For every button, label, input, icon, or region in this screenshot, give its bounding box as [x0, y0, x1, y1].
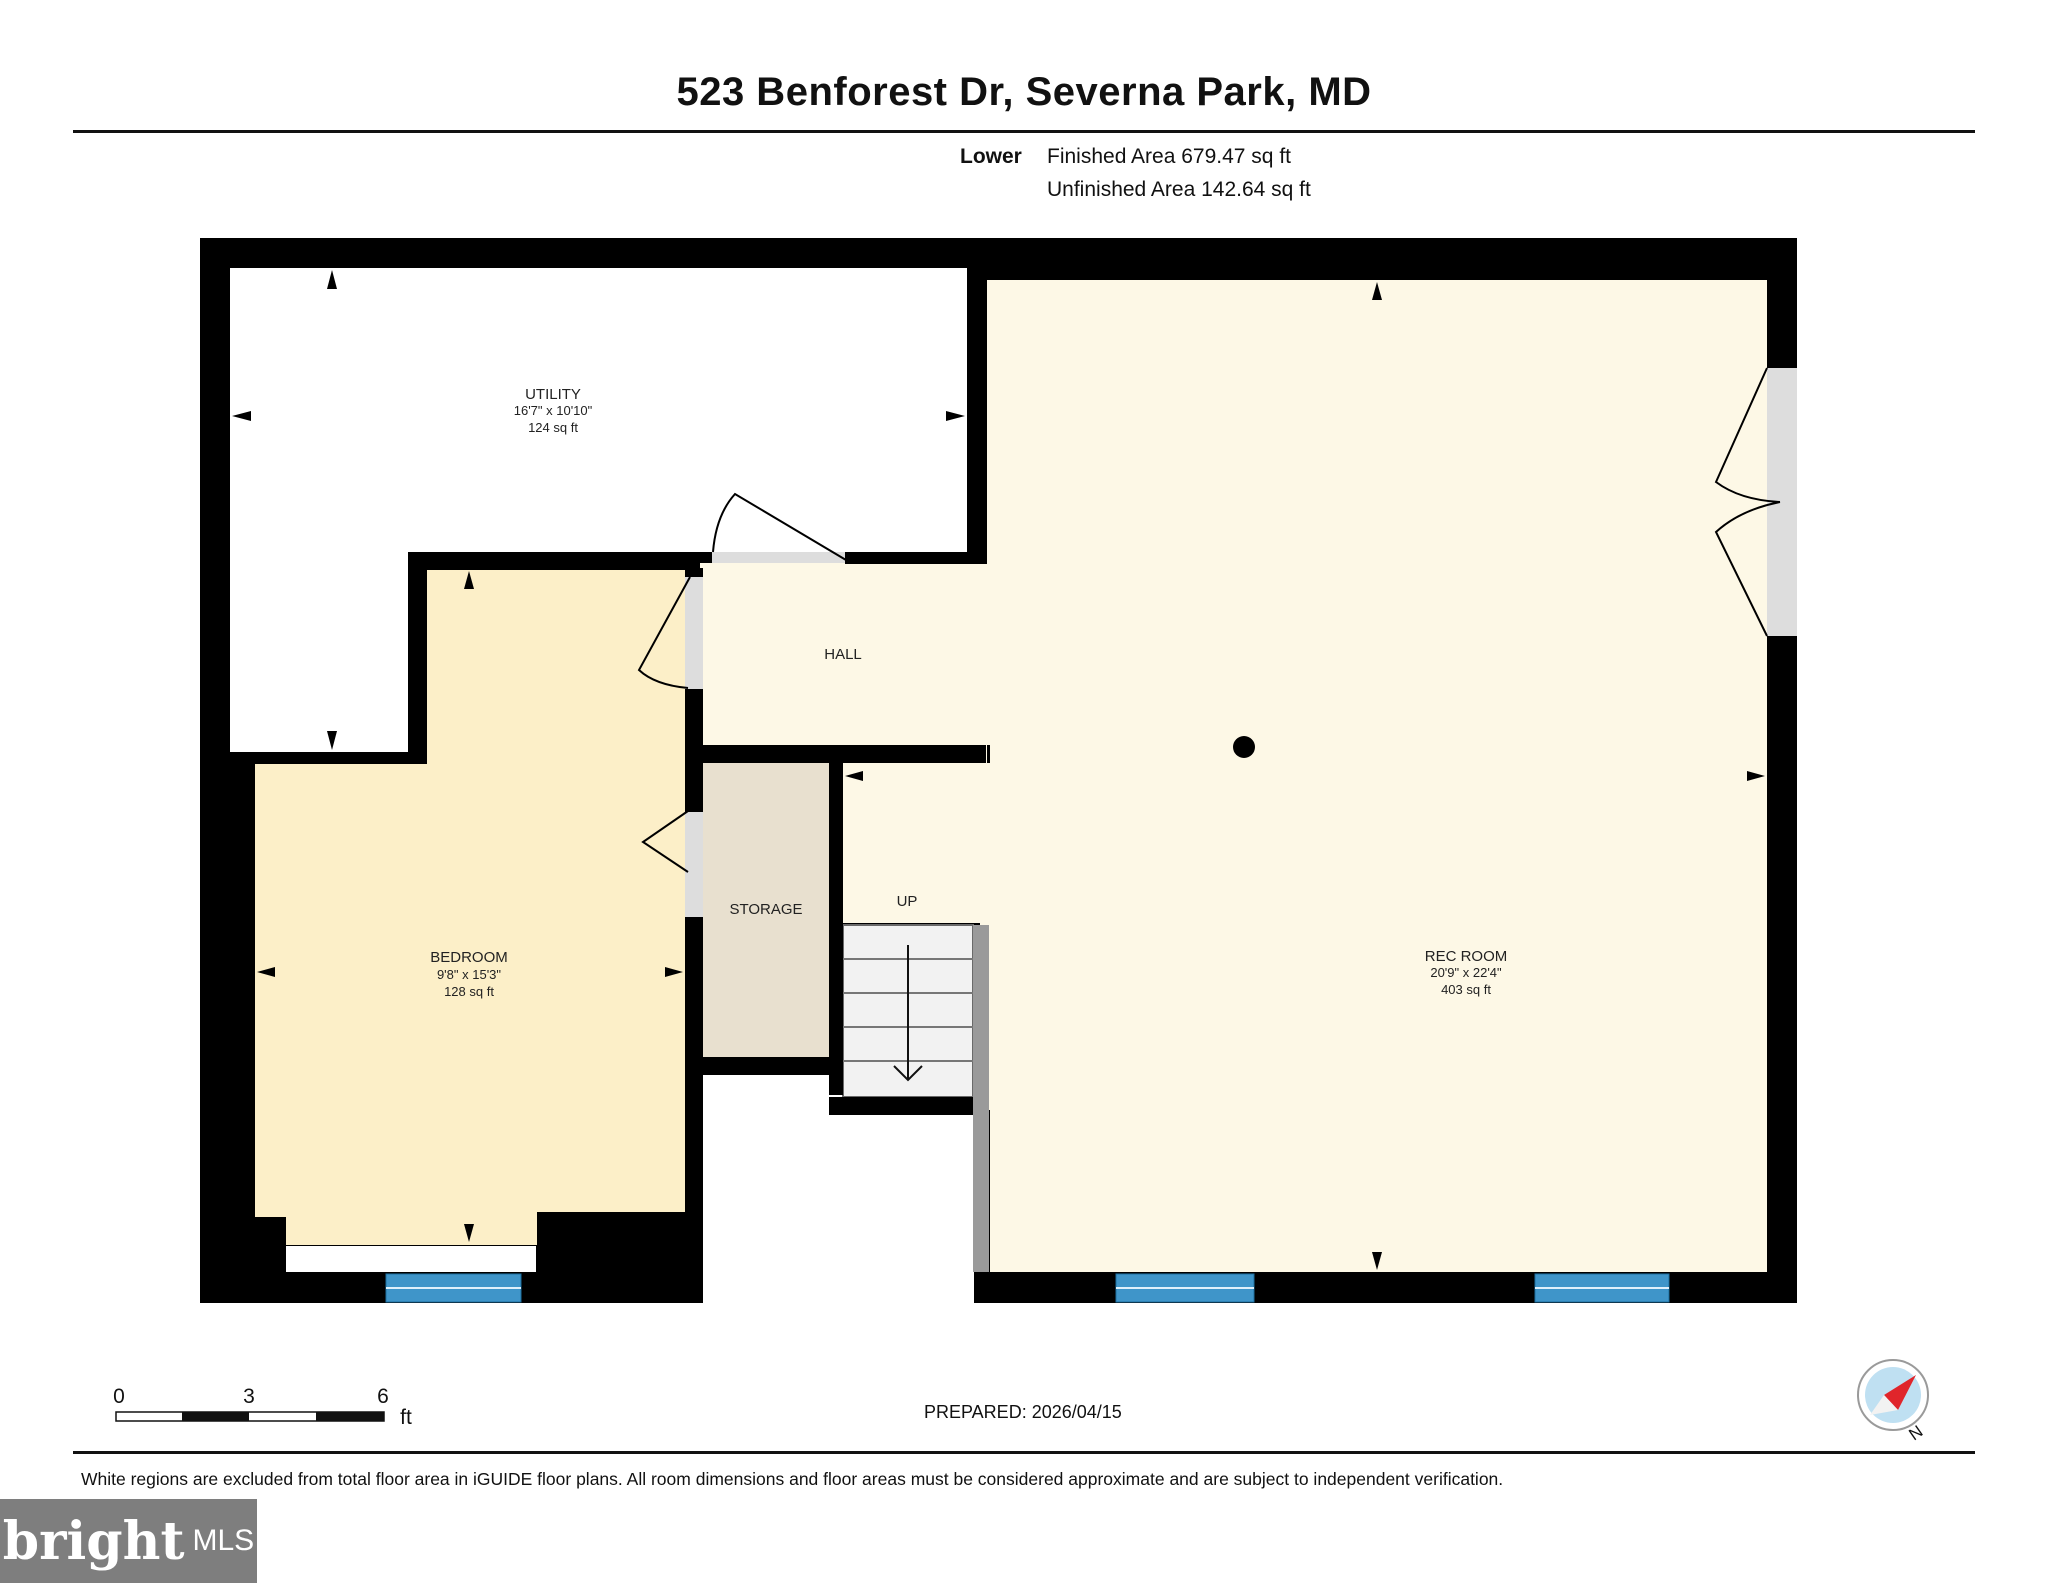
arrow-rec-right: [1747, 771, 1765, 781]
stair-well-floor: [843, 763, 990, 923]
wall-stair-bottom: [829, 1097, 981, 1115]
utility-floor: [230, 268, 967, 752]
header-rule: [73, 130, 1975, 133]
logo-suffix: MLS: [192, 1524, 255, 1557]
arrow-bedroom-right: [665, 967, 683, 977]
arrow-utility-top: [327, 270, 337, 289]
stairs-up-label: UP: [897, 893, 918, 910]
door-swing-bedroom-mid: [641, 810, 689, 873]
scale-bar: 0 3 6 ft: [113, 1385, 412, 1429]
footer-rule: [73, 1451, 1975, 1454]
arrow-bedroom-top: [464, 571, 474, 589]
wall-stair-rail: [973, 925, 989, 1272]
bedroom-floor: [255, 570, 685, 1245]
bedroom-window-sill: [286, 1246, 536, 1272]
dimension-arrows: [232, 270, 1765, 1270]
arrow-bedroom-bottom: [464, 1224, 474, 1242]
door-swing-utility: [712, 492, 847, 561]
door-utility-hall-opening: [712, 552, 845, 563]
finished-area: Finished Area 679.47 sq ft: [1047, 145, 1291, 168]
wall-bedroom-right: [685, 568, 703, 1272]
logo-brand: bright: [2, 1510, 185, 1572]
wall-rec-bottom-gap: [703, 1272, 974, 1303]
bedroom-area: 128 sq ft: [444, 984, 494, 999]
door-swing-bedroom-top: [637, 576, 691, 689]
wall-storage-bottom: [703, 1057, 843, 1075]
hall-name: HALL: [824, 646, 862, 663]
arrow-utility-left: [232, 411, 251, 421]
arrow-rec-left: [845, 771, 863, 781]
interior-walls: [230, 268, 989, 1303]
rec-room-name: REC ROOM: [1425, 948, 1508, 965]
rec-room-area: 403 sq ft: [1441, 982, 1491, 997]
hall-floor: [700, 563, 990, 745]
scale-tick-6: 6: [377, 1385, 389, 1408]
wall-utility-top-bedroom: [408, 552, 700, 568]
bedroom-name: BEDROOM: [430, 949, 508, 966]
disclaimer: White regions are excluded from total fl…: [81, 1469, 1504, 1489]
door-swings: [637, 367, 1781, 873]
stair-arrow: [893, 945, 923, 1082]
arrow-rec-bottom: [1372, 1252, 1382, 1270]
door-hall-bedroom-opening: [685, 577, 703, 689]
utility-dims: 16'7" x 10'10": [514, 403, 593, 418]
wall-hall-top: [845, 552, 987, 564]
door-bedroom-storage-opening: [685, 812, 703, 917]
scale-tick-0: 0: [113, 1385, 125, 1408]
arrow-utility-right: [946, 411, 965, 421]
unfinished-area: Unfinished Area 142.64 sq ft: [1047, 178, 1311, 201]
utility-area: 124 sq ft: [528, 420, 578, 435]
scale-tick-3: 3: [243, 1385, 255, 1408]
door-swing-rec-upper: [1714, 367, 1781, 503]
storage-name: STORAGE: [729, 901, 802, 918]
scale-unit: ft: [400, 1406, 412, 1429]
wall-utility-rec: [967, 268, 987, 563]
prepared-date: PREPARED: 2026/04/15: [924, 1402, 1122, 1422]
wall-storage-top: [703, 745, 986, 763]
door-swing-rec-lower: [1714, 501, 1781, 637]
compass-icon: N: [1857, 1359, 1929, 1444]
floors: [230, 268, 1767, 1272]
bright-mls-logo: bright MLS: [0, 1499, 257, 1583]
rec-room-dims: 20'9" x 22'4": [1430, 965, 1502, 980]
bedroom-dims: 9'8" x 15'3": [437, 967, 501, 982]
wall-utility-bottom: [230, 752, 408, 764]
arrow-bedroom-left: [257, 967, 275, 977]
column-post: [1233, 736, 1255, 758]
wall-utility-step: [408, 552, 424, 764]
wall-storage-right: [829, 745, 843, 1095]
arrow-utility-bottom: [327, 731, 337, 750]
rec-room-floor: [840, 280, 1767, 1272]
level-label: Lower: [960, 145, 1022, 168]
storage-floor: [703, 762, 829, 1057]
utility-name: UTILITY: [525, 386, 581, 403]
page-title: 523 Benforest Dr, Severna Park, MD: [676, 70, 1372, 114]
arrow-rec-top: [1372, 282, 1382, 300]
